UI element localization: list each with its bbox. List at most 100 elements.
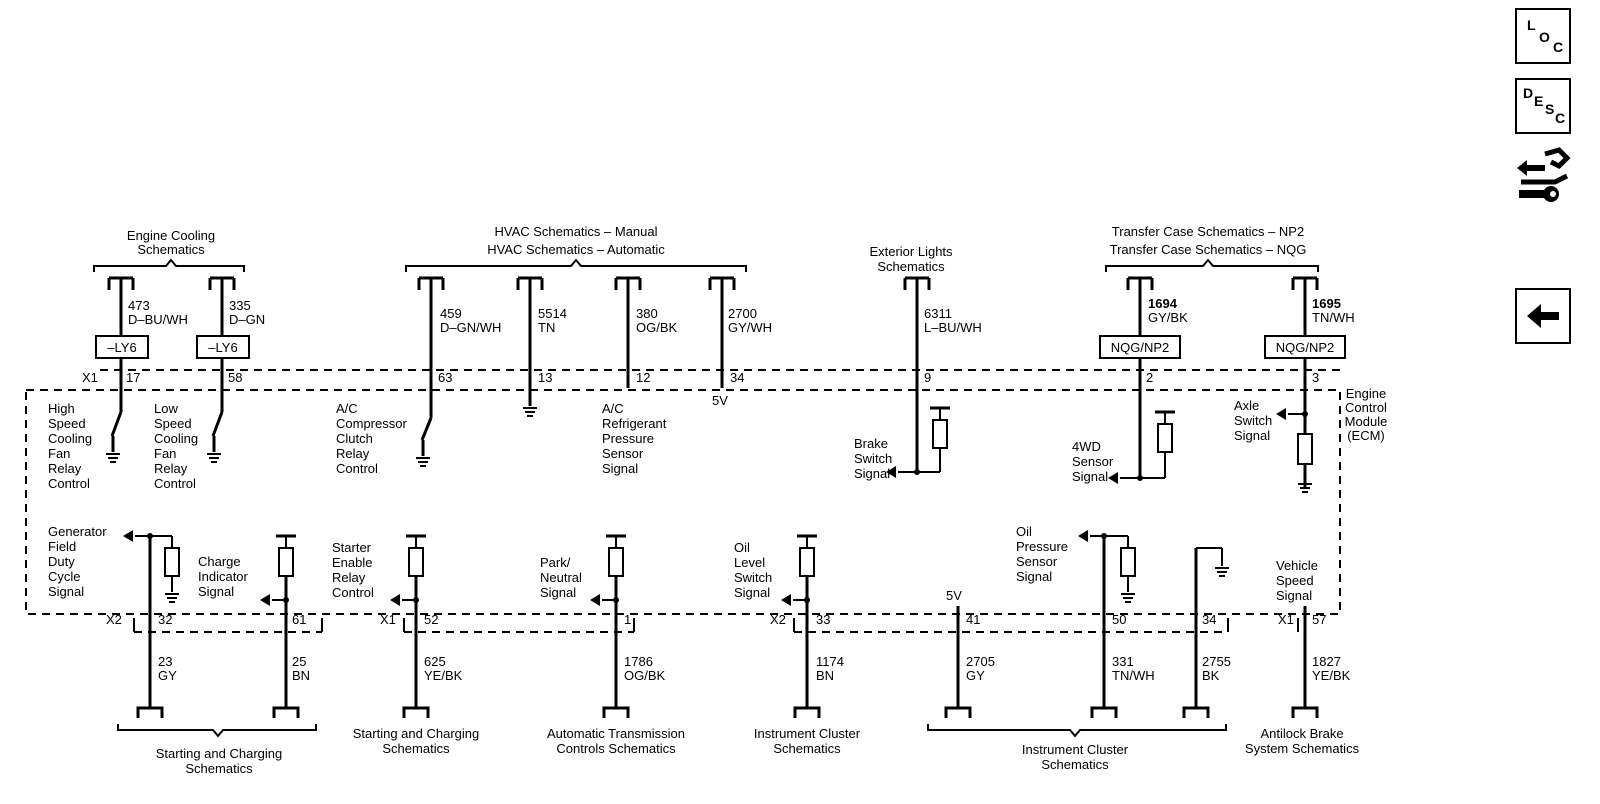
starting-charging-reference-2[interactable]: Starting and Charging Schematics xyxy=(353,726,479,756)
svg-text:Neutral: Neutral xyxy=(540,570,582,585)
bottom-wire-331[interactable]: 50 331 TN/WH xyxy=(1102,612,1155,708)
ecm-label-line1: Engine xyxy=(1346,386,1386,401)
bottom-wire-25[interactable]: 61 25 BN xyxy=(284,612,310,708)
wire-1695-option: NQG/NP2 xyxy=(1276,340,1335,355)
top-wire-380[interactable]: 380 OG/BK 12 xyxy=(626,278,678,388)
svg-text:A/C: A/C xyxy=(336,401,358,416)
wire-380-color: OG/BK xyxy=(636,320,678,335)
loc-letter-3: C xyxy=(1553,39,1564,55)
bottom-wire-23-color: GY xyxy=(158,668,177,683)
exterior-lights-ref-line2: Schematics xyxy=(877,259,945,274)
loc-button[interactable]: L O C xyxy=(1515,8,1571,64)
wire-1694-color: GY/BK xyxy=(1148,310,1188,325)
bottom-wire-23[interactable]: X2 32 23 GY xyxy=(106,612,177,708)
loc-letter-2: O xyxy=(1539,29,1550,45)
wire-335-circuit: 335 xyxy=(229,298,251,313)
bottom-terminals xyxy=(136,706,1319,718)
desc-button[interactable]: D E S C xyxy=(1515,78,1571,134)
starting-charging-ref1-line2: Schematics xyxy=(185,761,253,776)
top-wire-459[interactable]: 459 D–GN/WH 63 xyxy=(429,278,501,418)
bottom-wire-1827-pin: 57 xyxy=(1312,612,1326,627)
bottom-wire-25-color: BN xyxy=(292,668,310,683)
svg-text:Park/: Park/ xyxy=(540,555,571,570)
option-nqg-np2-box-2 xyxy=(1264,335,1346,359)
desc-letter-2: E xyxy=(1534,93,1544,109)
svg-text:Speed: Speed xyxy=(154,416,192,431)
bottom-wire-1786-color: OG/BK xyxy=(624,668,666,683)
starting-charging-ref1-line1: Starting and Charging xyxy=(156,746,282,761)
oil-pressure-label: Oil Pressure Sensor Signal xyxy=(1016,524,1068,584)
svg-text:Low: Low xyxy=(154,401,178,416)
starting-charging-reference-1[interactable]: Starting and Charging Schematics xyxy=(117,724,317,776)
bottom-wire-1174[interactable]: X2 33 1174 BN xyxy=(770,612,844,708)
top-connector-label: X1 xyxy=(82,370,98,385)
top-wire-2700[interactable]: 2700 GY/WH 34 5V xyxy=(712,278,772,408)
ac-pressure-label: A/C Refrigerant Pressure Sensor Signal xyxy=(602,401,667,476)
instrument-cluster-reference-2[interactable]: Instrument Cluster Schematics xyxy=(927,724,1227,772)
svg-text:Brake: Brake xyxy=(854,436,888,451)
oil-level-label: Oil Level Switch Signal xyxy=(734,540,772,600)
svg-text:Fan: Fan xyxy=(48,446,70,461)
svg-text:Control: Control xyxy=(336,461,378,476)
bottom-wire-25-circuit: 25 xyxy=(292,654,306,669)
svg-text:Indicator: Indicator xyxy=(198,569,249,584)
instrument-cluster-ref1-line2: Schematics xyxy=(773,741,841,756)
svg-text:Clutch: Clutch xyxy=(336,431,373,446)
starting-charging-ref2-line2: Schematics xyxy=(382,741,450,756)
bottom-wire-1827[interactable]: X1 57 1827 YE/BK xyxy=(1278,612,1351,708)
top-wire-335[interactable]: 335 D–GN –LY6 58 xyxy=(196,278,265,412)
auto-trans-reference[interactable]: Automatic Transmission Controls Schemati… xyxy=(547,726,685,756)
bottom-wire-1827-circuit: 1827 xyxy=(1312,654,1341,669)
five-v-label: 5V xyxy=(946,588,962,603)
svg-text:Signal: Signal xyxy=(1016,569,1052,584)
transfer-case-reference[interactable]: Transfer Case Schematics – NP2 Transfer … xyxy=(1105,224,1319,272)
park-neutral-circuit xyxy=(590,534,626,612)
instrument-cluster-ref2-line2: Schematics xyxy=(1041,757,1109,772)
svg-text:Relay: Relay xyxy=(332,570,366,585)
bottom-wire-23-pin: 32 xyxy=(158,612,172,627)
axle-switch-circuit xyxy=(1276,408,1313,493)
option-ly6-box-1 xyxy=(95,335,149,359)
hvac-reference[interactable]: HVAC Schematics – Manual HVAC Schematics… xyxy=(405,224,747,272)
desc-letter-1: D xyxy=(1523,85,1534,101)
connector-wrench-button[interactable] xyxy=(1515,146,1571,208)
svg-text:Signal: Signal xyxy=(1234,428,1270,443)
generator-circuit xyxy=(123,530,180,612)
wire-2700-voltage: 5V xyxy=(712,393,728,408)
bottom-wire-625[interactable]: X1 52 625 YE/BK xyxy=(380,612,463,708)
oil-pressure-circuit xyxy=(1078,530,1136,612)
wiring-diagram: Engine Cooling Schematics HVAC Schematic… xyxy=(25,224,1387,776)
bottom-wire-1174-color: BN xyxy=(816,668,834,683)
bottom-wire-331-circuit: 331 xyxy=(1112,654,1134,669)
top-wire-473[interactable]: 473 D–BU/WH –LY6 17 xyxy=(95,278,188,412)
top-wire-6311[interactable]: 6311 L–BU/WH 9 xyxy=(915,278,982,472)
top-wire-5514[interactable]: 5514 TN 13 xyxy=(522,278,567,417)
auto-trans-ref-line2: Controls Schematics xyxy=(556,741,676,756)
option-nqg-np2-box-1 xyxy=(1099,335,1181,359)
top-wire-1694[interactable]: 1694 GY/BK NQG/NP2 2 xyxy=(1099,278,1188,478)
svg-text:Sensor: Sensor xyxy=(602,446,644,461)
engine-cooling-ref-line2: Schematics xyxy=(137,242,205,257)
vehicle-speed-label: Vehicle Speed Signal xyxy=(1276,558,1318,603)
abs-reference[interactable]: Antilock Brake System Schematics xyxy=(1245,726,1360,756)
svg-text:Signal: Signal xyxy=(854,466,890,481)
engine-cooling-reference[interactable]: Engine Cooling Schematics xyxy=(93,228,245,272)
ac-compressor-switch xyxy=(415,417,433,467)
back-button[interactable] xyxy=(1515,288,1571,344)
charge-indicator-circuit xyxy=(260,534,296,612)
bottom-wire-1786[interactable]: 1 1786 OG/BK xyxy=(614,612,666,708)
instrument-cluster-reference-1[interactable]: Instrument Cluster Schematics xyxy=(754,726,861,756)
exterior-lights-reference[interactable]: Exterior Lights Schematics xyxy=(869,244,953,274)
top-wire-1695[interactable]: 1695 TN/WH NQG/NP2 3 xyxy=(1264,278,1355,488)
low-speed-fan-label: Low Speed Cooling Fan Relay Control xyxy=(154,401,198,491)
svg-text:Signal: Signal xyxy=(198,584,234,599)
instrument-cluster-ref1-line1: Instrument Cluster xyxy=(754,726,861,741)
bottom-wire-2755[interactable]: 34 2755 BK xyxy=(1194,612,1231,708)
svg-text:Level: Level xyxy=(734,555,765,570)
wire-335-color: D–GN xyxy=(229,312,265,327)
bottom-wire-2705-circuit: 2705 xyxy=(966,654,995,669)
svg-text:Generator: Generator xyxy=(48,524,107,539)
svg-text:Switch: Switch xyxy=(1234,413,1272,428)
bottom-wire-2705[interactable]: 41 2705 GY xyxy=(956,606,995,708)
high-speed-fan-switch xyxy=(105,411,123,463)
